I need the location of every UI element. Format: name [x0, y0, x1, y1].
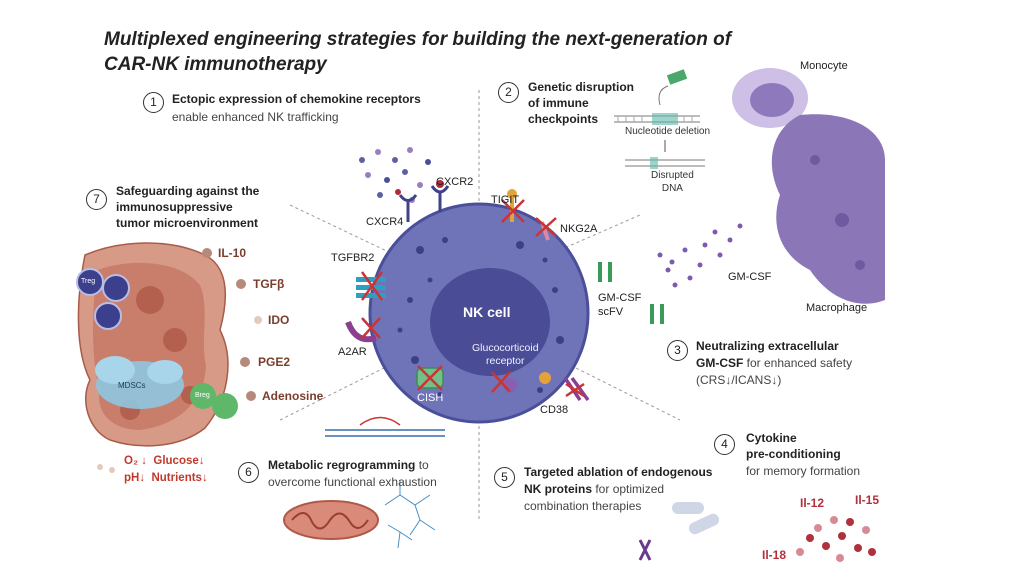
macrophage-label: Macrophage [806, 302, 868, 314]
strategy-1-heading: Ectopic expression of chemokine receptor… [172, 92, 421, 106]
tme-conditions-line2: pH↓ Nutrients↓ [124, 472, 208, 484]
tme-factor-il10: IL-10 [218, 246, 247, 260]
cytokine-dots [796, 516, 876, 562]
macrophage-cell [771, 114, 885, 304]
gmcsf-scfv-line1: GM-CSF [598, 292, 642, 304]
nucleotide-deletion-label: Nucleotide deletion [625, 126, 711, 137]
strategy-2-heading-line2: of immune [528, 96, 589, 110]
step-number-6: 6 [238, 462, 259, 483]
glycogen-network [384, 480, 436, 549]
cxcr2-label: CXCR2 [436, 176, 474, 188]
gmcsf-free-label: GM-CSF [728, 271, 772, 283]
cd38-receptor [539, 372, 590, 402]
tme-factor-adenosine: Adenosine [262, 389, 324, 403]
step-number-1: 1 [143, 92, 164, 113]
strategy-7-heading-line3: tumor microenvironment [116, 216, 259, 230]
strategy-3-subtext: (CRS↓/ICANS↓) [696, 373, 782, 387]
strategy-3-line2: GM-CSF for enhanced safety [696, 356, 852, 371]
nk-cell [368, 202, 590, 424]
strategy-4-subtext: for memory formation [746, 464, 861, 478]
cytokine-il12-label: Il-12 [800, 496, 825, 510]
cxcr4-receptor [398, 194, 418, 222]
cytokine-il15-label: Il-15 [855, 493, 880, 507]
gmcsf-dots [657, 223, 743, 288]
chemokine-dots [359, 147, 431, 203]
cish-protein [416, 365, 444, 391]
strategy-5-heading-line2: NK proteins [524, 482, 593, 496]
cytokine-il18-label: Il-18 [762, 548, 787, 562]
treg-cell [76, 268, 130, 330]
treg-label: Treg [81, 278, 96, 285]
mitochondrion [283, 500, 379, 540]
figure-title: Multiplexed engineering strategies for b… [104, 28, 784, 77]
strategy-3-heading-line1: Neutralizing extracellular [696, 339, 839, 353]
step-number-2: 2 [498, 82, 519, 103]
disrupted-dna-line1: Disrupted [651, 170, 694, 181]
breg-cells [190, 383, 238, 419]
a2ar-label: A2AR [338, 346, 367, 358]
disrupted-dna-label: Disrupted DNA [651, 170, 694, 195]
gene-editing-schematic [614, 69, 705, 169]
strategy-2-heading-line1: Genetic disruption [528, 80, 635, 94]
gmcsf-scfv-antibody [598, 262, 664, 324]
section-dividers [279, 90, 681, 520]
tme-factor-pge2: PGE2 [258, 355, 291, 369]
strategy-7-heading-line1: Safeguarding against the [116, 184, 260, 198]
nkg2a-label: NKG2A [560, 223, 598, 235]
strategy-6-tail: to [415, 458, 429, 472]
strategy-6-subtext: overcome functional exhaustion [268, 475, 437, 489]
strategy-1-subtext: enable enhanced NK trafficking [172, 110, 339, 124]
strategy-5-subtext: combination therapies [524, 499, 642, 513]
glucocorticoid-receptor [491, 371, 517, 393]
glucocorticoid-label-line1: Glucocorticoid [472, 342, 539, 354]
breg-label: Breg [195, 392, 210, 399]
disrupted-dna-line2: DNA [661, 182, 683, 194]
step-number-5: 5 [494, 467, 515, 488]
mdsc-cells [95, 356, 184, 409]
tgfbr2-label: TGFBR2 [331, 252, 375, 264]
strategy-2-heading-line3: checkpoints [528, 112, 599, 126]
cd38-label: CD38 [540, 404, 569, 416]
step-number-7: 7 [86, 189, 107, 210]
gmcsf-scfv-label: GM-CSF scFV [598, 292, 641, 320]
nk-cell-label: NK cell [463, 304, 511, 320]
strategy-3-tail: for enhanced safety [743, 356, 853, 370]
monocyte-cell [732, 68, 808, 128]
step-number-4: 4 [714, 434, 735, 455]
glucocorticoid-label-line2: receptor [486, 355, 525, 368]
monocyte-label: Monocyte [800, 60, 848, 72]
step-number-3: 3 [667, 340, 688, 361]
mdscs-label: MDSCs [118, 381, 146, 390]
strategy-4-heading-line1: Cytokine [746, 431, 797, 445]
cxcr4-label: CXCR4 [366, 216, 404, 228]
gmcsf-scfv-line2: scFV [598, 305, 624, 318]
title-line-1: Multiplexed engineering strategies for b… [104, 29, 732, 50]
tme-conditions-line1: O₂ ↓ Glucose↓ [124, 455, 205, 467]
strategy-7-heading-line2: immunosuppressive [116, 200, 233, 214]
tme-factor-tgfb: TGFβ [253, 277, 285, 291]
cxcr2-receptor [430, 180, 450, 212]
dna-plasmid [325, 416, 445, 437]
strategy-3-heading-line2: GM-CSF [696, 356, 744, 370]
strategy-5-line2: NK proteins for optimized [524, 482, 664, 497]
tgfbr2-receptor [356, 271, 386, 301]
nkg2a-receptor [535, 217, 557, 241]
tme-factor-dots [97, 248, 262, 473]
glucocorticoid-label: Glucocorticoid receptor [472, 342, 539, 368]
strategy-6-line1: Metabolic regrogramming to [268, 458, 429, 473]
strategy-4-heading-line2: pre-conditioning [746, 447, 841, 461]
tigit-receptor [501, 189, 525, 223]
title-line-2: CAR-NK immunotherapy [104, 53, 327, 75]
drug-pills [638, 502, 720, 561]
strategy-6-heading: Metabolic regrogramming [268, 458, 416, 472]
strategy-5-tail: for optimized [592, 482, 665, 496]
strategy-5-heading-line1: Targeted ablation of endogenous [524, 465, 713, 479]
tigit-label: TIGIT [491, 194, 520, 206]
cish-label: CISH [417, 392, 444, 404]
a2ar-receptor [345, 317, 381, 343]
tme-factor-ido: IDO [268, 313, 290, 327]
